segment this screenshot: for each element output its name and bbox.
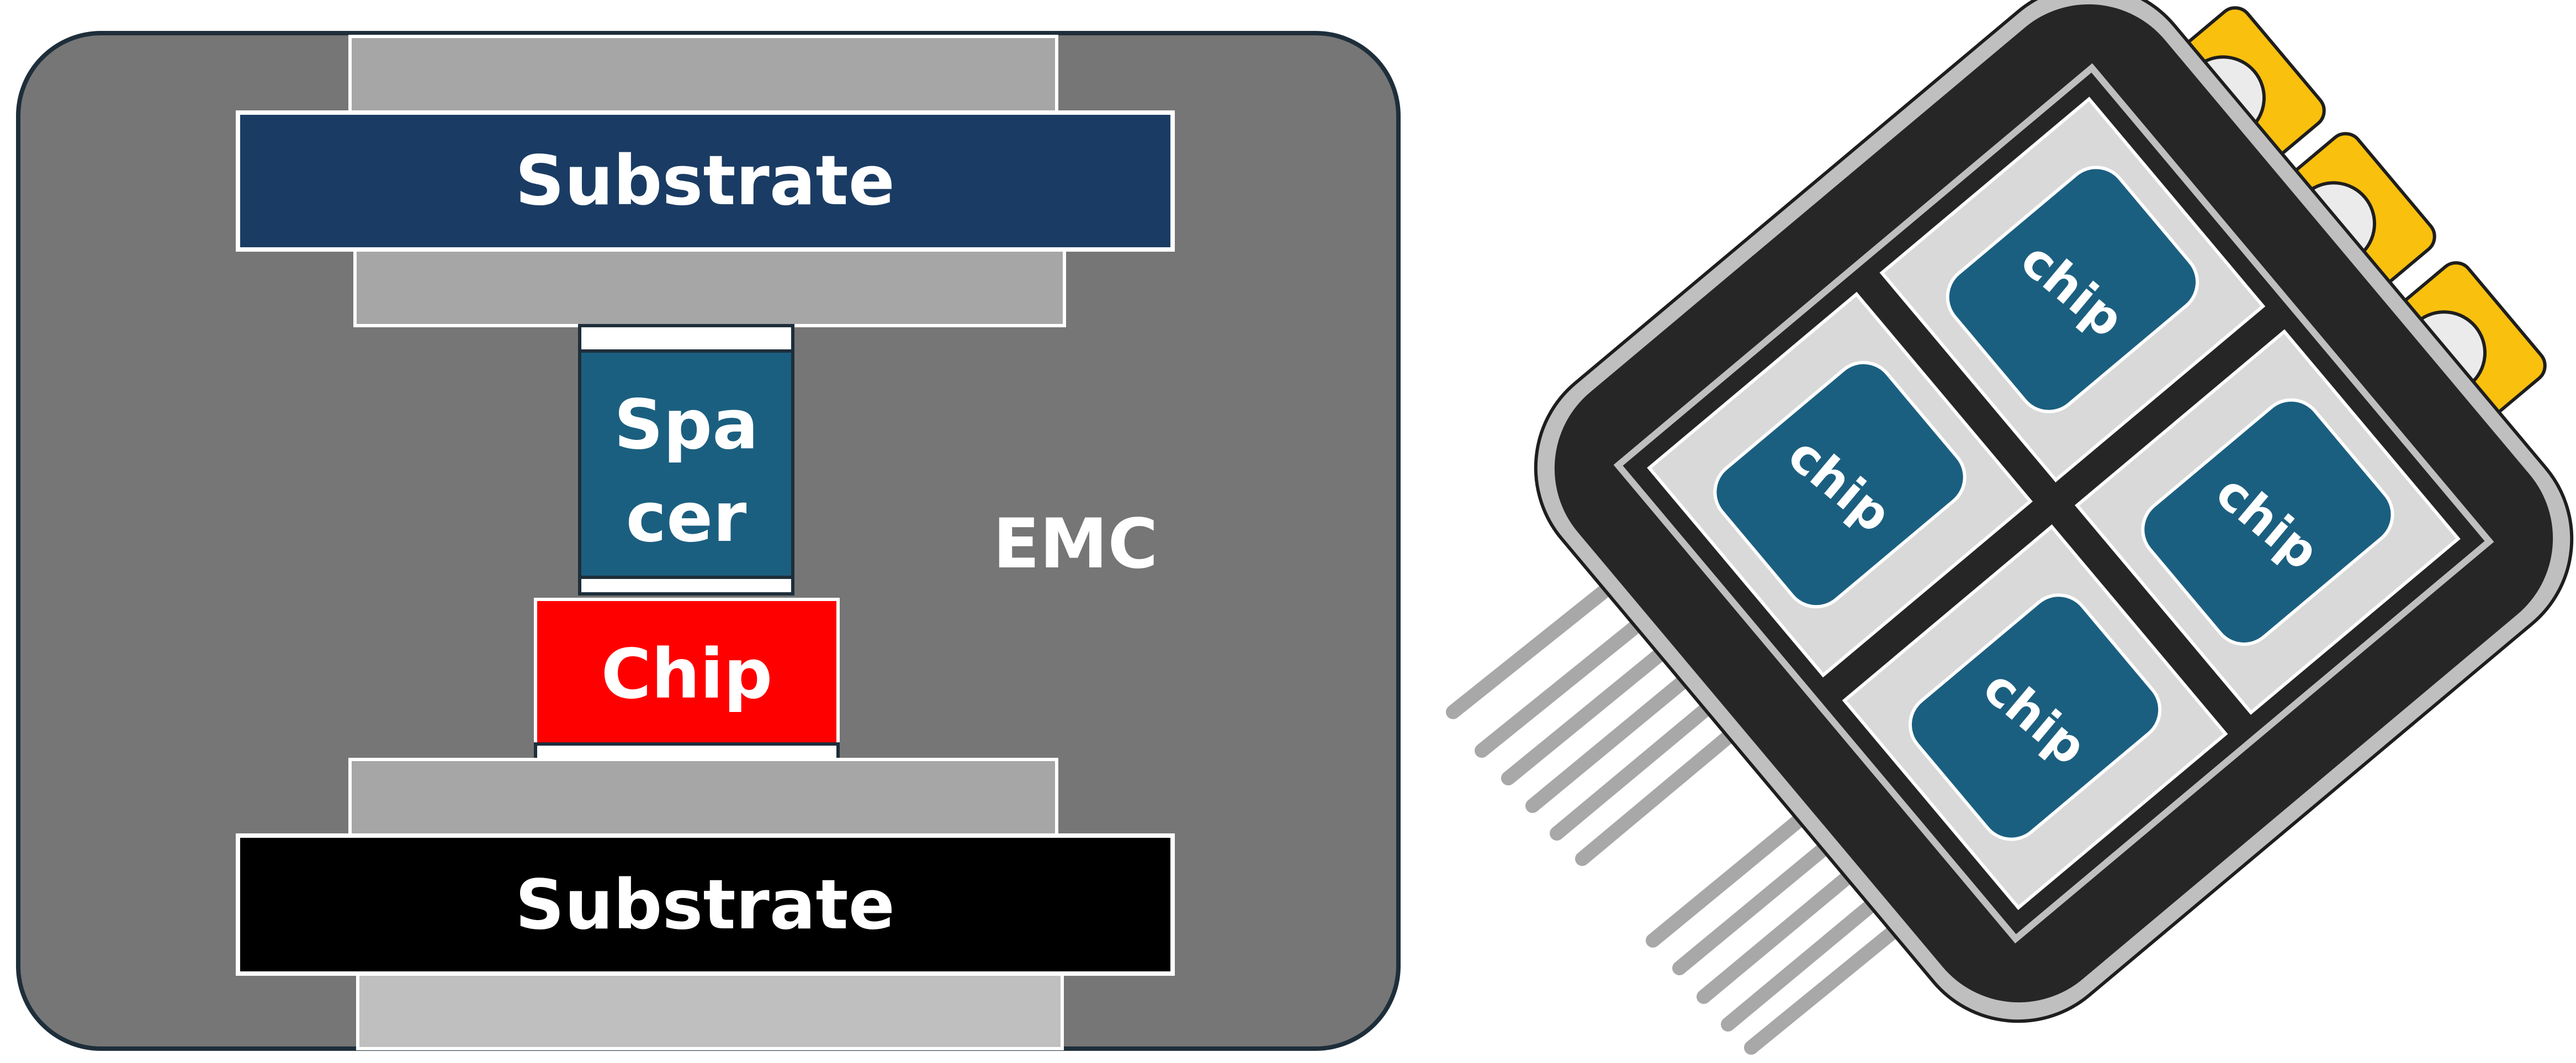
spacer-label-line2: cer: [626, 478, 747, 557]
module-chip: chip: [1908, 593, 2162, 841]
module-chip: chip: [1946, 166, 2199, 413]
chip-label: Chip: [601, 635, 773, 714]
power-module-diagram: chip chip chip chip: [1446, 0, 2574, 1055]
spacer: [578, 349, 794, 579]
module-frame: [1613, 63, 2494, 944]
module-housing: [1554, 4, 2553, 1003]
module-body: chip chip chip chip: [1534, 0, 2574, 1023]
bottom-inner-plate: [348, 758, 1058, 838]
bottom-substrate: [236, 833, 1175, 976]
top-substrate: [236, 110, 1175, 252]
spacer-bottom-strip: [578, 576, 794, 596]
cross-section-diagram: Substrate Spa cer Chip EMC Substrate: [16, 31, 1401, 1051]
module-chip: chip: [1713, 360, 1967, 609]
module-chip: chip: [2141, 398, 2394, 646]
top-inner-plate: [353, 241, 1066, 327]
top-substrate-label: Substrate: [515, 141, 895, 221]
chip: [534, 598, 840, 746]
top-outer-plate: [348, 35, 1058, 115]
bottom-substrate-label: Substrate: [515, 865, 895, 945]
bottom-outer-plate: [356, 969, 1064, 1050]
spacer-top-strip: [578, 324, 794, 353]
spacer-label-line1: Spa: [614, 385, 759, 465]
emc-label: EMC: [993, 504, 1158, 584]
